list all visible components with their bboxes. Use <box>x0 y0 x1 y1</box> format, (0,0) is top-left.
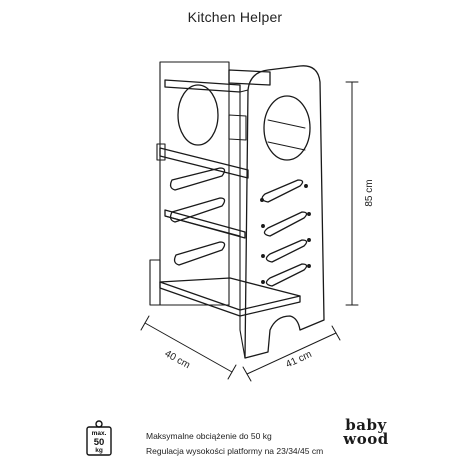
front-panel <box>244 65 325 359</box>
front-circle-hole <box>263 95 311 161</box>
page-title: Kitchen Helper <box>187 9 283 25</box>
back-panel <box>159 61 230 306</box>
front-slot-3 <box>261 238 311 263</box>
width-dimension <box>242 325 341 382</box>
back-circle-hole <box>177 84 219 146</box>
logo-line-2: wood <box>343 430 389 448</box>
weight-badge-unit: kg <box>95 447 103 454</box>
height-dimension <box>345 81 359 306</box>
front-slot-1 <box>260 179 308 203</box>
logo-line-1: baby <box>345 416 387 434</box>
weight-badge-max: max. <box>92 430 107 437</box>
left-leg <box>149 259 161 306</box>
width-label: 41 cm <box>284 349 313 370</box>
back-slot <box>169 167 226 191</box>
max-load-text: Maksymalne obciążenie do 50 kg <box>146 431 272 441</box>
weight-badge-value: 50 <box>94 437 105 448</box>
handle-bar <box>159 147 249 179</box>
platform-height-text: Regulacja wysokości platformy na 23/34/4… <box>146 446 324 456</box>
front-slot-2 <box>261 211 311 237</box>
brand-logo: baby wood <box>336 416 396 448</box>
upper-platform <box>164 209 246 239</box>
back-slot <box>173 241 226 266</box>
front-slot-4 <box>261 263 311 287</box>
back-notch <box>228 69 271 86</box>
height-label: 85 cm <box>364 179 375 206</box>
depth-label: 40 cm <box>163 348 192 371</box>
weight-icon: max. 50 kg <box>86 420 112 456</box>
back-slot <box>169 197 226 223</box>
depth-dimension <box>140 315 237 380</box>
